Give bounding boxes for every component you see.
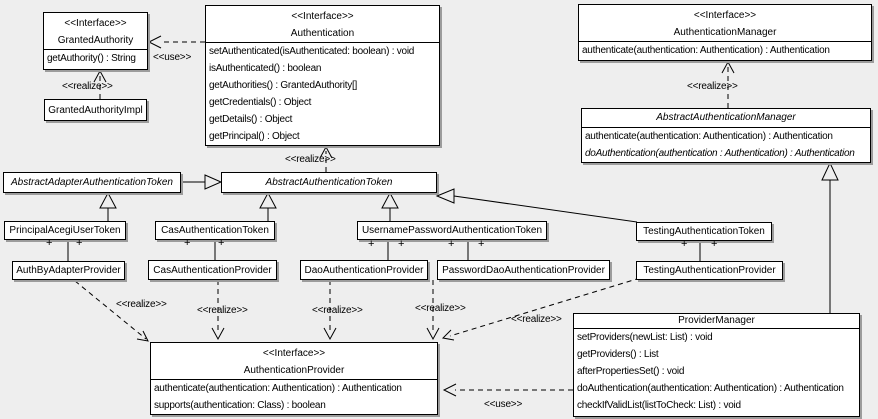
class-name: TestingAuthenticationProvider [643, 265, 776, 276]
multiplicity-label: + [184, 237, 191, 249]
method-label: authenticate(authentication: Authenticat… [154, 383, 402, 394]
class-name: CasAuthenticationProvider [153, 264, 272, 276]
multiplicity-label: + [368, 238, 375, 250]
method-label: setProviders(newList: List) : void [577, 332, 713, 343]
uml-class-abstract-authentication-token: AbstractAuthenticationToken [221, 172, 437, 193]
uml-class-testing-authentication-provider: TestingAuthenticationProvider [636, 261, 783, 280]
method-label: authenticate(authentication: Authenticat… [582, 45, 830, 56]
class-name: CasAuthenticationToken [161, 225, 269, 236]
uml-class-provider-manager: ProviderManager setProviders(newList: Li… [573, 313, 860, 417]
realize-label: <<realize>> [687, 81, 738, 92]
stereotype-label: <<Interface>> [64, 18, 127, 29]
multiplicity-label: + [398, 238, 405, 250]
edge-gen-providermanager [821, 161, 839, 313]
class-name: GrantedAuthority [57, 35, 134, 46]
uml-class-granted-authority: <<Interface>> GrantedAuthority getAuthor… [43, 12, 148, 70]
uml-class-dao-authentication-provider: DaoAuthenticationProvider [300, 260, 428, 280]
method-label: getAuthorities() : GrantedAuthority[] [209, 80, 358, 91]
class-name: UsernamePasswordAuthenticationToken [361, 225, 543, 236]
multiplicity-label: + [681, 238, 688, 250]
stereotype-label: <<Interface>> [291, 11, 354, 22]
realize-label: <<realize>> [312, 305, 363, 316]
method-label: doAuthentication(authentication : Authen… [585, 148, 855, 159]
class-title: <<Interface>> GrantedAuthority [44, 13, 147, 49]
method-label: getPrincipal() : Object [209, 131, 300, 142]
class-name: AbstractAuthenticationManager [656, 112, 796, 123]
multiplicity-label: + [76, 237, 83, 249]
class-name: AbstractAuthenticationToken [265, 177, 393, 188]
edge-use-providermanager-authenticationprovider [442, 383, 573, 397]
class-name: AbstractAdapterAuthenticationToken [11, 177, 173, 188]
stereotype-label: <<Interface>> [693, 10, 757, 21]
edge-gen-testingauthenticationtoken [435, 188, 638, 223]
compartment-divider [206, 42, 439, 43]
stereotype-label: <<Interface>> [262, 348, 326, 359]
uml-class-authentication-provider: <<Interface>> AuthenticationProvider aut… [150, 342, 438, 415]
method-label: afterPropertiesSet() : void [577, 366, 685, 377]
realize-label: <<realize>> [197, 305, 248, 316]
edge-gen-casauthenticationtoken [259, 191, 277, 221]
class-name: PrincipalAcegiUserToken [9, 225, 121, 236]
uml-class-abstract-adapter-authentication-token: AbstractAdapterAuthenticationToken [3, 172, 181, 193]
uml-class-cas-authentication-token: CasAuthenticationToken [155, 221, 275, 240]
use-label: <<use>> [484, 399, 523, 410]
uml-class-abstract-authentication-manager: AbstractAuthenticationManager authentica… [581, 108, 871, 163]
edge-gen-principalacegiusertoken [99, 191, 117, 221]
class-title: <<Interface>> Authentication [206, 6, 439, 42]
class-name: AuthenticationManager [673, 27, 777, 38]
method-label: isAuthenticated() : boolean [209, 63, 322, 74]
class-title: <<Interface>> AuthenticationProvider [151, 343, 437, 379]
class-name: TestingAuthenticationToken [643, 226, 765, 237]
compartment-divider [44, 49, 147, 50]
method-label: getCredentials() : Object [209, 97, 312, 108]
method-label: authenticate(authentication: Authenticat… [585, 131, 833, 142]
class-name: AuthenticationProvider [243, 365, 345, 376]
compartment-divider [574, 328, 859, 329]
compartment-divider [582, 127, 870, 128]
class-title: <<Interface>> AuthenticationManager [579, 5, 871, 41]
multiplicity-label: + [218, 237, 225, 249]
method-label: getDetails() : Object [209, 114, 293, 125]
method-label: supports(authentication: Class) : boolea… [154, 400, 326, 411]
method-label: getAuthority() : String [47, 53, 136, 64]
method-label: doAuthentication(authentication: Authent… [577, 383, 844, 394]
class-name: DaoAuthenticationProvider [304, 264, 424, 276]
use-label: <<use>> [153, 52, 192, 63]
edge-use-authentication-grantedauthority [147, 35, 205, 49]
multiplicity-label: + [711, 238, 718, 250]
realize-label: <<realize>> [415, 303, 466, 314]
class-name: AuthByAdapterProvider [16, 265, 121, 276]
uml-class-username-password-authentication-token: UsernamePasswordAuthenticationToken [357, 221, 547, 240]
class-name: Authentication [290, 28, 355, 39]
compartment-divider [151, 379, 437, 380]
realize-label: <<realize>> [285, 154, 336, 165]
uml-class-granted-authority-impl: GrantedAuthorityImpl [44, 99, 147, 121]
edge-gen-usernamepasswordtoken [381, 191, 399, 221]
class-name: ProviderManager [678, 315, 755, 326]
uml-class-cas-authentication-provider: CasAuthenticationProvider [148, 260, 277, 280]
method-label: checkIfValidList(listToCheck: List) : vo… [577, 400, 741, 411]
multiplicity-label: + [478, 238, 485, 250]
uml-class-authentication-manager: <<Interface>> AuthenticationManager auth… [578, 4, 872, 61]
realize-label: <<realize>> [116, 299, 167, 310]
realize-label: <<realize>> [62, 81, 113, 92]
uml-class-password-dao-authentication-provider: PasswordDaoAuthenticationProvider [437, 260, 610, 280]
uml-class-principal-acegi-user-token: PrincipalAcegiUserToken [4, 221, 126, 240]
edge-gen-abstractadapter-abstracttoken [181, 174, 223, 190]
class-name: GrantedAuthorityImpl [48, 104, 143, 116]
method-label: setAuthenticated(isAuthenticated: boolea… [209, 46, 415, 57]
compartment-divider [579, 41, 871, 42]
realize-label: <<realize>> [511, 314, 562, 325]
uml-class-authentication: <<Interface>> Authentication setAuthenti… [205, 5, 440, 146]
multiplicity-label: + [46, 237, 53, 249]
edge-realize-authbyadapterprovider [74, 280, 149, 342]
uml-class-testing-authentication-token: TestingAuthenticationToken [636, 222, 772, 241]
method-label: getProviders() : List [577, 349, 659, 360]
class-name: PasswordDaoAuthenticationProvider [442, 264, 605, 276]
multiplicity-label: + [448, 238, 455, 250]
uml-class-auth-by-adapter-provider: AuthByAdapterProvider [12, 261, 125, 280]
